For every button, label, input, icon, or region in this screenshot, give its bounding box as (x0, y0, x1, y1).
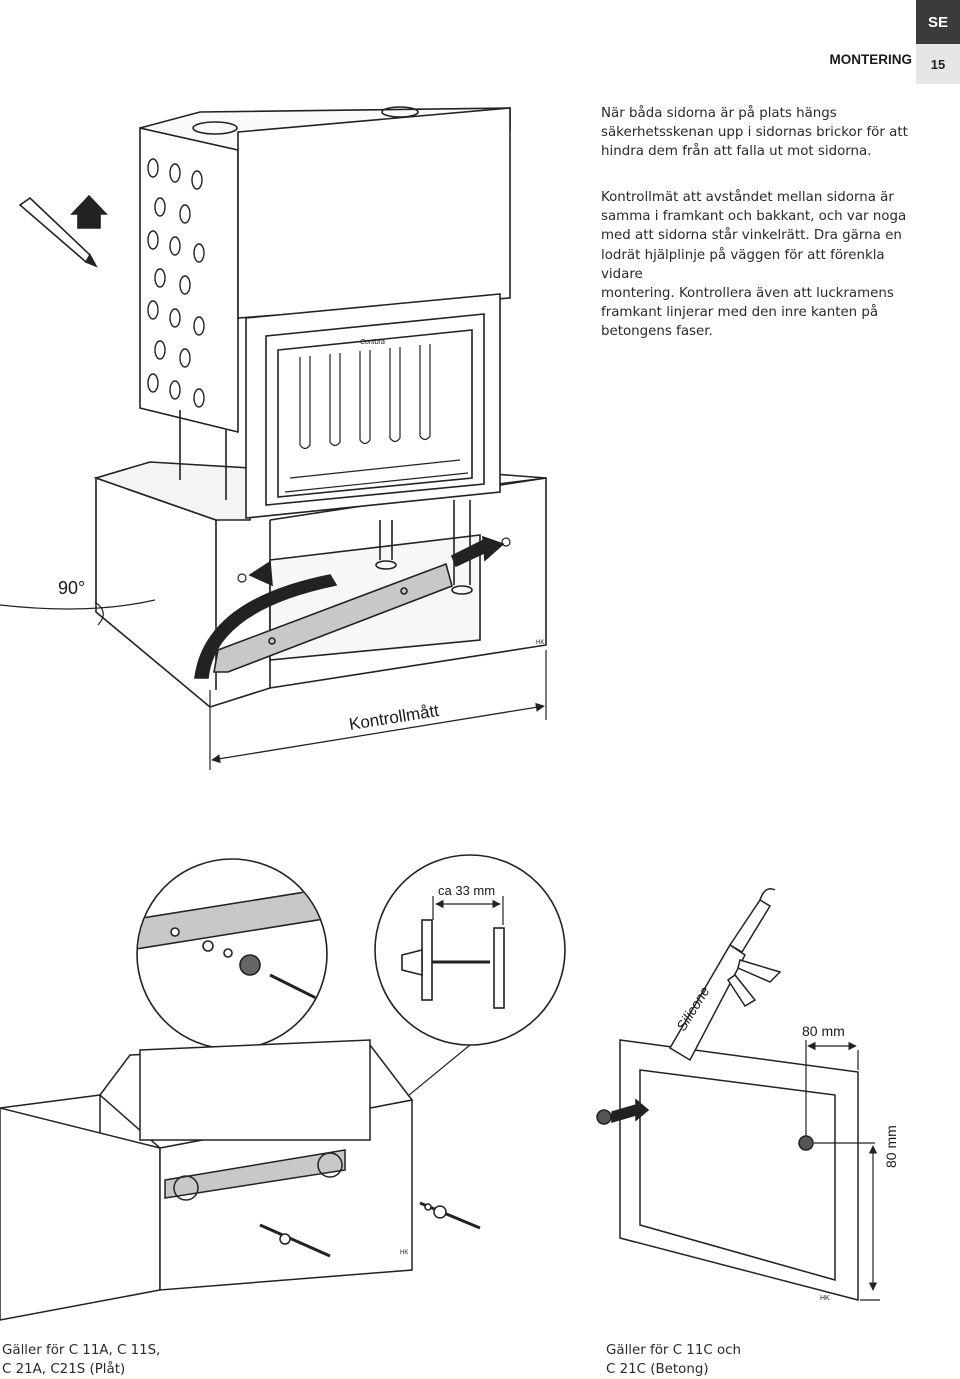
pencil-icon (18, 196, 98, 268)
caulking-gun-icon (668, 888, 782, 1062)
up-arrow-icon (70, 194, 108, 229)
stove-assembly-figure: Contura (0, 106, 547, 770)
offset-horizontal-label: 80 mm (802, 1023, 845, 1039)
section-title: MONTERING (829, 52, 913, 67)
zoom-detail-rail (136, 858, 328, 1050)
signature-right: HK (820, 1295, 830, 1302)
caption-concrete-models: Gäller för C 11C och C 21C (Betong) (606, 1343, 741, 1377)
stove-hood (237, 107, 511, 319)
distance-label: ca 33 mm (438, 883, 495, 898)
offset-vertical-label: 80 mm (883, 1125, 899, 1168)
side-panel-holes (147, 158, 205, 408)
paragraph-safety-rail: När båda sidorna är på plats hängs säker… (601, 106, 908, 160)
signature-top: HK (536, 640, 544, 646)
measure-label: Kontrollmått (348, 701, 441, 734)
paragraph-check-measure: Kontrollmät att avståndet mellan sidorna… (601, 190, 907, 340)
signature-left: HK (400, 1250, 408, 1256)
door-brand-label: Contura (360, 339, 385, 346)
base-detail-figure (0, 1039, 481, 1321)
door-frame-figure (596, 1039, 880, 1301)
language-tab: SE (916, 0, 960, 44)
rotation-arrow-icon (194, 574, 338, 679)
page-number: 15 (916, 44, 960, 84)
angle-label: 90° (58, 578, 85, 598)
safety-rail (213, 562, 453, 673)
zoom-detail-bolt (374, 854, 566, 1046)
caption-sheet-metal-models: Gäller för C 11A, C 11S, C 21A, C21S (Pl… (2, 1343, 161, 1377)
